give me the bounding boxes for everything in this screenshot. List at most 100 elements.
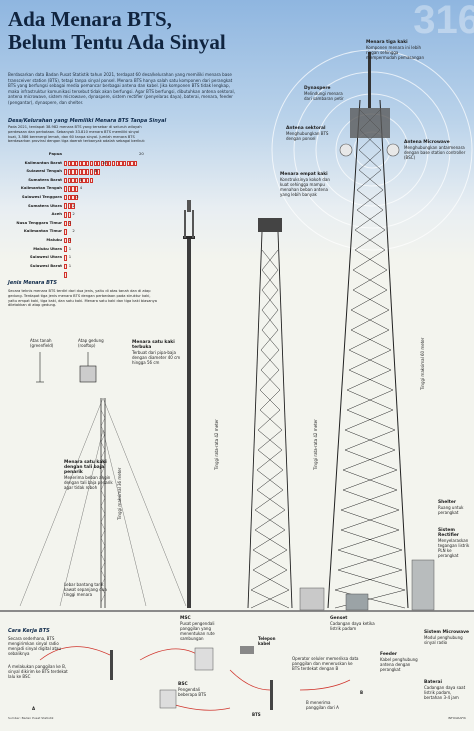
footer-source: Sumber: Badan Pusat Statistik: [8, 716, 54, 720]
flow-step-1: A melakukan panggilan ke B, sinyal dikir…: [8, 664, 68, 679]
intro-paragraph: Berdasarkan data Badan Pusat Statistik t…: [8, 72, 235, 105]
bar-unit: [64, 186, 68, 192]
bar-unit: [71, 160, 75, 166]
baterai-title: Baterai: [424, 680, 443, 685]
bar-unit: [64, 169, 68, 175]
footer-credit: INFOGRAFIK: [447, 716, 466, 720]
flow-bsc-desc: Pengendali beberapa BTS: [178, 687, 207, 697]
four-leg-title: Menara empat kaki: [280, 172, 328, 177]
three-leg-desc: Komponen menara ini lebih ringan sehingg…: [366, 45, 424, 60]
bar-unit: [82, 177, 86, 184]
bar-unit: [100, 160, 105, 166]
flow-bsc: BSC Pengendali beberapa BTS: [178, 682, 218, 697]
bar-unit: [75, 169, 79, 175]
flow-msc-desc: Pusat pengendali panggilan yang menentuk…: [180, 621, 215, 641]
bar-label: Nusa Tenggara Timur: [16, 219, 62, 225]
bar-label: Kalimantan Barat: [24, 159, 62, 165]
bar-unit: [108, 160, 112, 166]
bar-unit: [93, 169, 97, 175]
sektoral-desc: Menghubungkan BTS dengan ponsel: [286, 131, 329, 141]
three-leg-label: Menara tiga kaki Komponen menara ini leb…: [366, 40, 424, 60]
genset-title: Genset: [330, 616, 348, 621]
bar-unit: [71, 194, 75, 201]
flow-msc-title: MSC: [180, 616, 191, 621]
ground-line: [0, 610, 474, 612]
flow-step-3: B menerima panggilan dari A: [306, 700, 339, 710]
bar-unit: [71, 177, 75, 184]
bar-unit: [89, 177, 93, 184]
bar-label: Sulawesi Barat: [30, 262, 62, 268]
genset-label: Genset Cadangan daya ketika listrik pada…: [330, 616, 380, 631]
bar-value: 1: [68, 236, 72, 242]
bar-unit: [64, 263, 68, 270]
flow-b: B: [360, 690, 364, 695]
flow-bsc-title: BSC: [178, 682, 188, 687]
dynaspere-label: Dynaspere Melindungi menara dari sambara…: [304, 86, 344, 101]
flow-telepon: Telepon kabel: [258, 636, 276, 646]
microwave-system-label: Sistem Microwave Modul penghubung sinyal…: [424, 630, 470, 645]
genset-desc: Cadangan daya ketika listrik padam: [330, 621, 375, 631]
bar-mark: [64, 237, 68, 252]
antena-microwave-title: Antena Microwave: [404, 140, 450, 145]
bar-value: 4: [79, 185, 83, 191]
bar-unit: [67, 203, 71, 209]
bar-unit: [115, 160, 119, 166]
three-leg-title: Menara tiga kaki: [366, 40, 408, 45]
flow-a: A: [32, 706, 36, 711]
bar-unit: [130, 160, 134, 166]
bar-unit: [119, 160, 123, 166]
bar-label: Sumatera Barat: [28, 176, 62, 182]
antena-microwave-label: Antena Microwave Menghubungkan antarmena…: [404, 140, 466, 160]
monopole-desc: Terbuat dari pipa-baja dengan diameter 4…: [132, 350, 181, 365]
section-heading-jenis: Jenis Menara BTS: [8, 280, 57, 286]
shelter-desc: Ruang untuk perangkat: [438, 505, 464, 515]
bar-unit: [78, 177, 82, 184]
guyed-anchor-note: Lebar bantang tarik kawat sepanjang dua …: [64, 582, 107, 597]
bar-unit: [67, 220, 71, 227]
bar-mark: [64, 263, 68, 278]
bar-unit: [67, 186, 71, 192]
bar-mark: [64, 177, 79, 192]
bar-mark: [64, 194, 75, 209]
bar-unit: [64, 272, 68, 278]
guyed-tower-label: Menara satu kaki dengan tali baja penari…: [64, 460, 122, 490]
bar-unit: [64, 255, 68, 261]
bar-row: Sumatera Barat 4: [8, 176, 148, 192]
sky-background: [0, 0, 474, 260]
type-rooftop-label: Atap gedung (rooftop): [78, 338, 104, 348]
bar-label: Sulawesi Tenggara: [21, 193, 62, 199]
four-leg-height: Tinggi rata-rata 42 meter: [313, 419, 318, 470]
sektoral-title: Antena sektoral: [286, 126, 326, 131]
bar-mark: [64, 203, 71, 218]
bar-unit: [67, 237, 71, 244]
bar-unit: [64, 194, 68, 201]
bar-unit: [86, 177, 90, 184]
bar-unit: [67, 169, 71, 175]
section-text-jenis: Secara teknis menara BTS terdiri dari du…: [8, 289, 157, 308]
bar-unit: [111, 160, 116, 166]
guyed-tower-desc: Menerima beban angin dengan tali baja pe…: [64, 475, 113, 490]
bar-unit: [64, 203, 68, 209]
bar-mark: [64, 151, 138, 166]
rectifier-title: Sistem Rectifier: [438, 528, 459, 538]
bar-label: Kalimantan Timur: [23, 228, 62, 234]
flow-intro: Secara sederhana, BTS mengirimkan sinyal…: [8, 636, 62, 656]
bar-unit: [67, 160, 71, 166]
bar-unit: [78, 169, 82, 175]
bar-label: Papua: [48, 151, 62, 156]
monopole-height: Tinggi rata-rata 42 meter: [214, 419, 219, 470]
type-ground-label: Atas tanah (greenfield): [30, 338, 54, 348]
bar-unit: [93, 160, 97, 166]
bar-label: Sumatera Utara: [28, 202, 62, 208]
bar-unit: [64, 220, 68, 227]
baterai-desc: Cadangan daya saat listrik padam, bertah…: [424, 685, 466, 700]
